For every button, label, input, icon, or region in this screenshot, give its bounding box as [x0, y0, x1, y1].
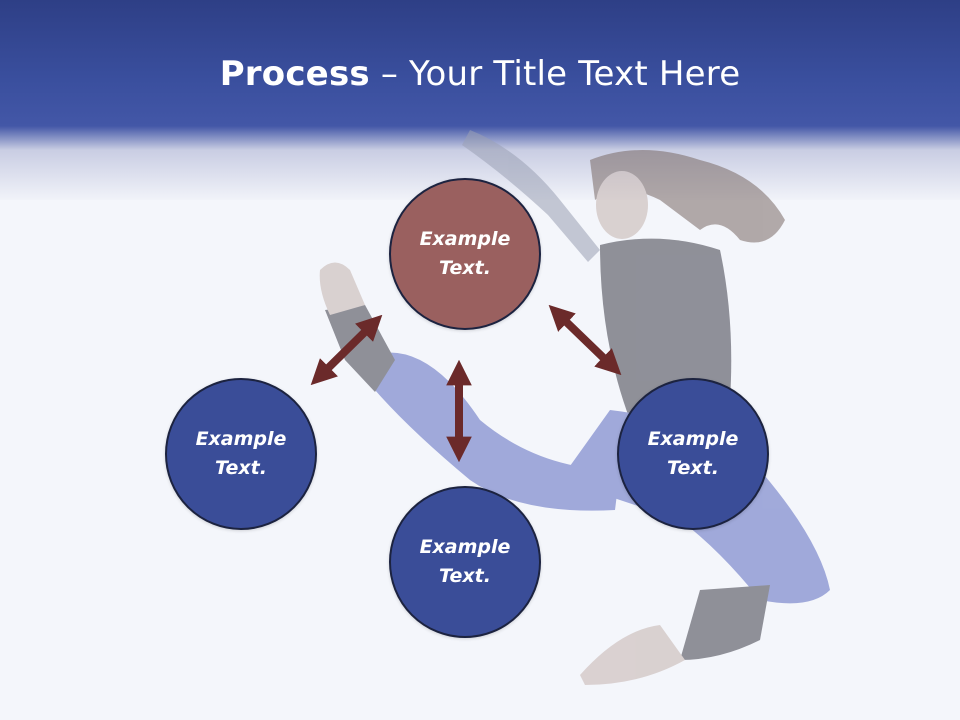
double-arrow-icon: [310, 314, 383, 386]
page-title: Process – Your Title Text Here: [0, 52, 960, 96]
header-band: [0, 0, 960, 200]
process-node-top[interactable]: Example Text.: [389, 178, 541, 330]
process-node-bottom[interactable]: Example Text.: [389, 486, 541, 638]
node-left-label: Example Text.: [195, 428, 287, 479]
double-arrow-icon: [548, 304, 622, 376]
process-node-right[interactable]: Example Text.: [617, 378, 769, 530]
title-rest: – Your Title Text Here: [369, 54, 741, 94]
process-node-left[interactable]: Example Text.: [165, 378, 317, 530]
node-top-label: Example Text.: [419, 228, 511, 279]
node-bottom-label: Example Text.: [419, 536, 511, 587]
title-bold: Process: [219, 54, 370, 94]
node-right-label: Example Text.: [647, 428, 739, 479]
